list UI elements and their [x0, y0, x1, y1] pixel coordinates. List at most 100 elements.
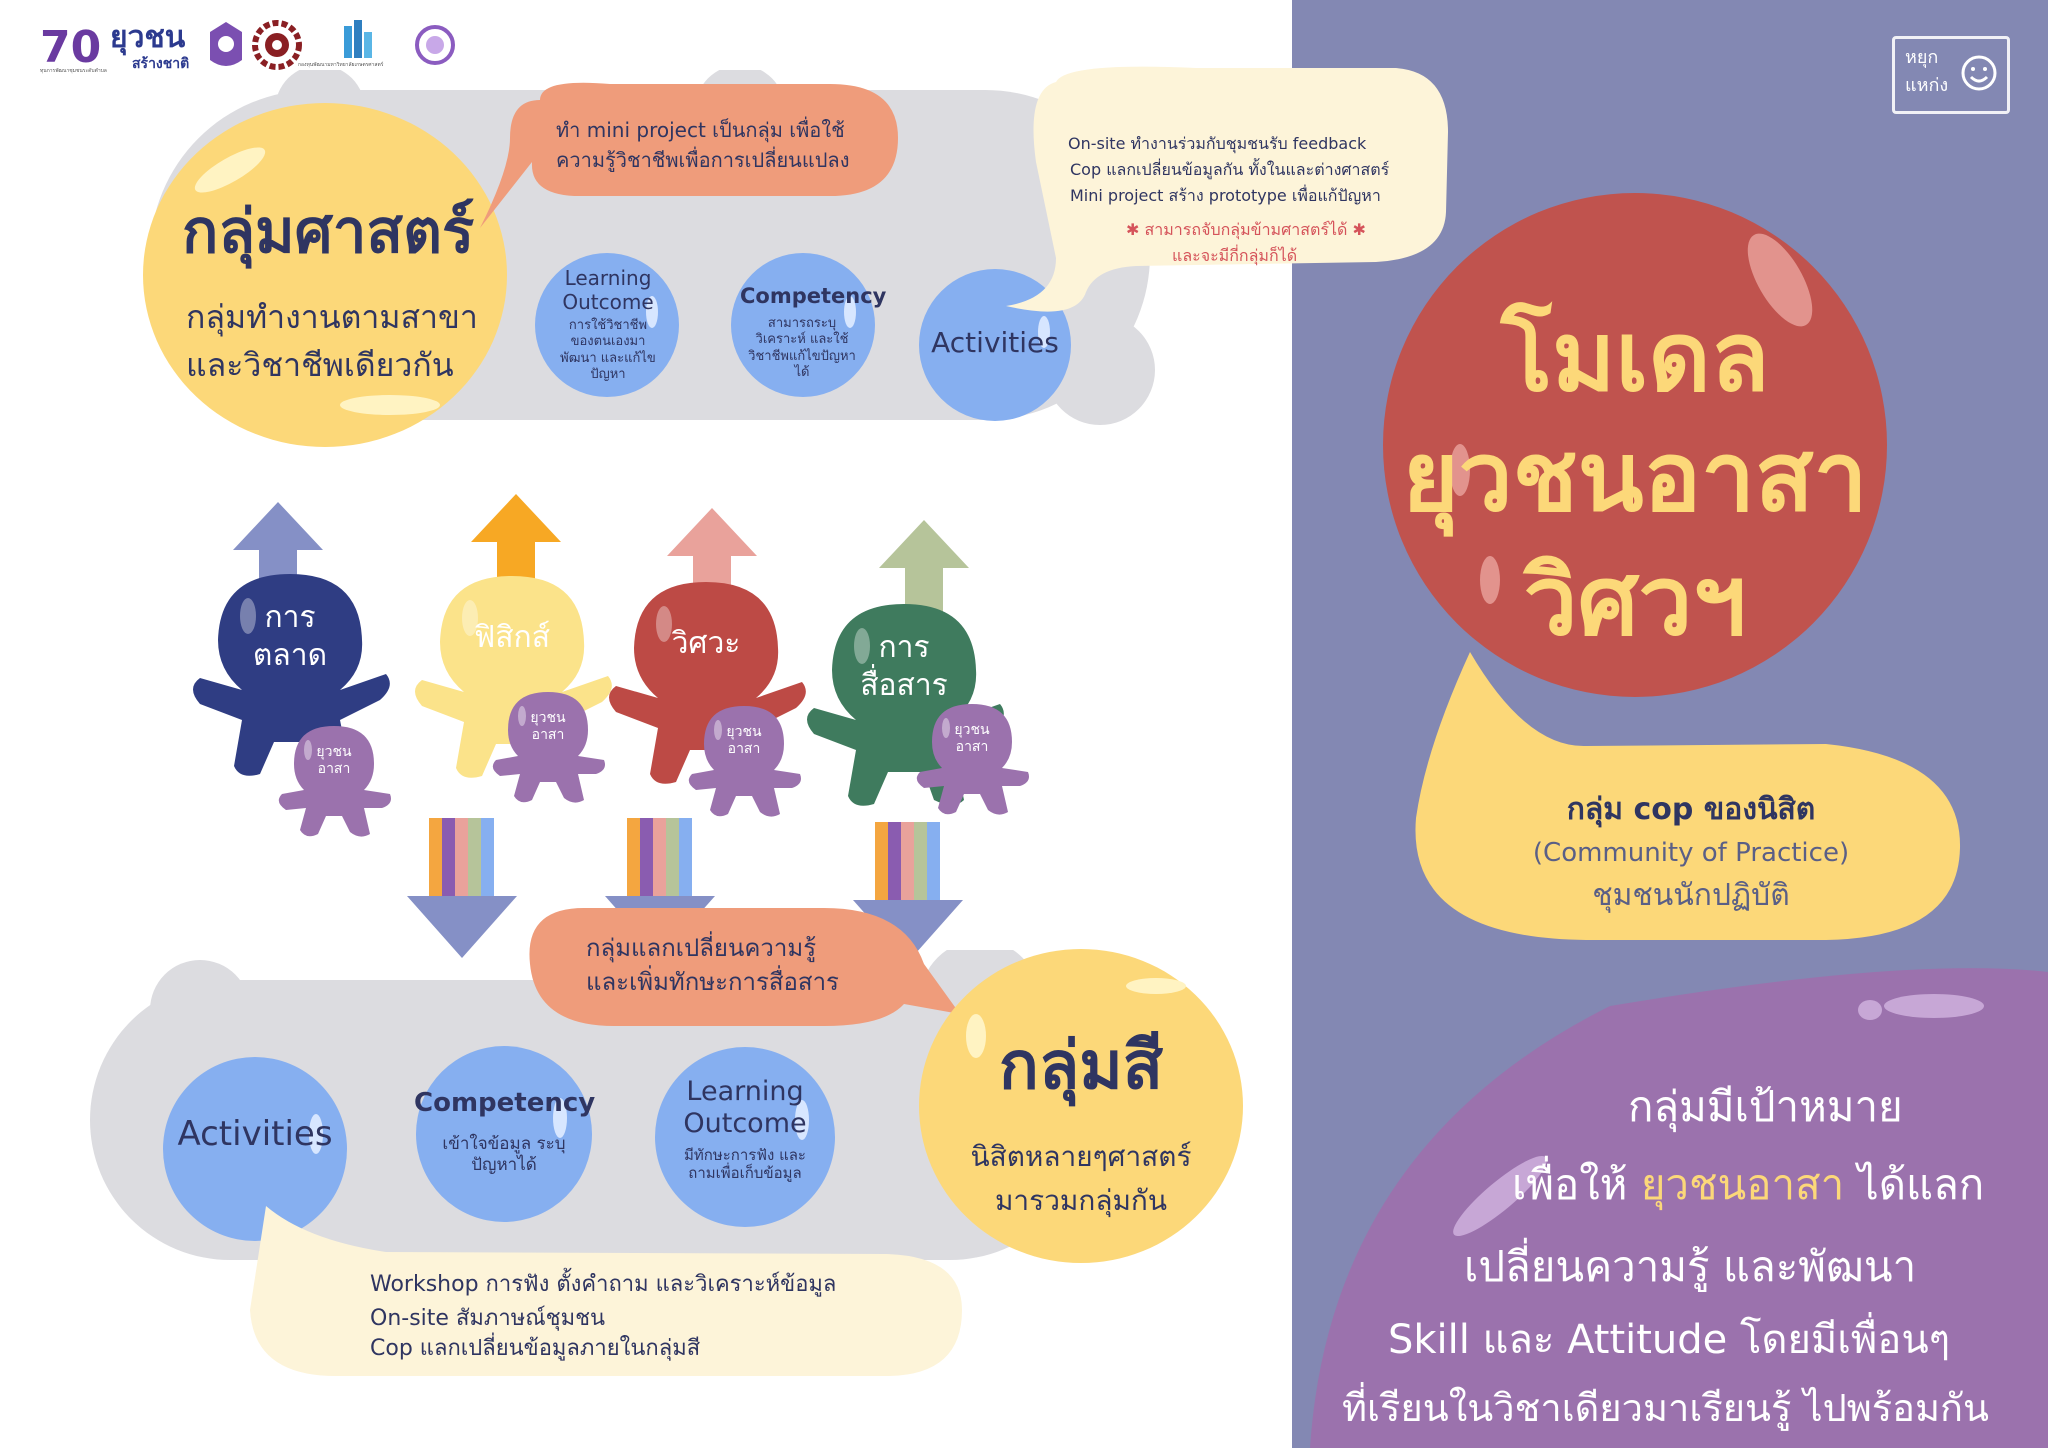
- learning-outcome-circle-bottom: [655, 1047, 835, 1227]
- top-note-2: และจะมีกี่กลุ่มก็ได้: [1172, 246, 1298, 265]
- logo-70: 70: [40, 22, 102, 73]
- note-star-right-icon: ✱: [1352, 220, 1366, 239]
- goal-purple-shape: [1310, 968, 2048, 1448]
- volunteer-buddy-label: ยุวชน อาสา: [316, 744, 352, 777]
- character-label-1: ฟิสิกส์: [473, 620, 551, 655]
- goal-line-5: ที่เรียนในวิชาเดียวมาเรียนรู้ ไปพร้อมกัน: [1342, 1386, 1990, 1430]
- color-group-subtitle-2: มารวมกลุ่มกัน: [994, 1184, 1168, 1217]
- discipline-group-yellow-circle: [143, 103, 507, 447]
- main-title-line-3: วิศวฯ: [1523, 545, 1747, 657]
- bottom-info-text-2: สัมภาษณ์ชุมชน: [455, 1306, 606, 1331]
- volunteer-buddy: [492, 692, 605, 803]
- volunteer-buddy: [688, 706, 801, 817]
- bottom-info-row-3: Cop แลกเปลี่ยนข้อมูลภายในกลุ่มสี: [370, 1336, 700, 1362]
- color-group-title: กลุ่มสี: [998, 1027, 1164, 1104]
- volunteer-buddy: [916, 704, 1029, 815]
- top-info-label-2: Cop: [1070, 160, 1102, 179]
- top-info-text-2: แลกเปลี่ยนข้อมูลกัน ทั้งในและต่างศาสตร์: [1106, 160, 1390, 179]
- discipline-group-title: กลุ่มศาสตร์: [182, 197, 475, 267]
- logo-caption-2: กองทุนพัฒนามหาวิทยาลัยเกษตรศาสตร์: [298, 62, 384, 68]
- goal-line-2-c: ได้แลก: [1844, 1160, 1985, 1209]
- cop-text-3: ชุมชนนักปฏิบัติ: [1592, 878, 1790, 913]
- bottom-info-text-3: แลกเปลี่ยนข้อมูลภายในกลุ่มสี: [419, 1336, 701, 1361]
- top-info-row-1: On-site ทำงานร่วมกับชุมชนรับ feedback: [1068, 134, 1366, 153]
- competency-title: Competency: [740, 284, 887, 308]
- volunteer-buddy: [278, 726, 391, 837]
- down-striped-arrow-icon: [407, 818, 517, 958]
- goal-line-4: Skill และ Attitude โดยมีเพื่อนๆ: [1388, 1317, 1951, 1363]
- top-info-row-3: Mini project สร้าง prototype เพื่อแก้ปัญ…: [1070, 186, 1381, 205]
- goal-line-2-a: เพื่อให้: [1512, 1160, 1641, 1209]
- mini-project-text-2: ความรู้วิชาชีพเพื่อการเปลี่ยนแปลง: [556, 148, 850, 172]
- stamp-line-2: แหก่ง: [1905, 75, 1949, 96]
- corner-stamp: หยุก แหก่ง: [1892, 36, 2010, 114]
- color-group-yellow-circle: [919, 949, 1243, 1263]
- logo-yuwachon: ยุวชน: [110, 20, 186, 55]
- bottom-info-label-2: On-site: [370, 1306, 449, 1331]
- note-star-left-icon: ✱: [1126, 220, 1140, 239]
- top-note-1: ✱ สามารถจับกลุ่มข้ามศาสตร์ได้ ✱: [1126, 220, 1366, 239]
- character-label-1: วิศวะ: [671, 626, 741, 661]
- volunteer-buddy-label: ยุวชน อาสา: [726, 724, 762, 757]
- learning-outcome-circle: [535, 253, 679, 397]
- up-arrow-icon: [879, 520, 969, 618]
- bottom-info-text-1: การฟัง ตั้งคำถาม และวิเคราะห์ข้อมูล: [485, 1272, 837, 1297]
- competency-circle: [731, 253, 875, 397]
- character-label-1: การ: [264, 600, 316, 635]
- volunteer-buddy-label: ยุวชน อาสา: [954, 722, 990, 755]
- competency-text: สามารถระบุ วิเคราะห์ และใช้วิชาชีพแก้ไขป…: [748, 316, 856, 380]
- bottom-info-row-2: On-site สัมภาษณ์ชุมชน: [370, 1306, 605, 1332]
- logo-bar: 70 ทุนการพัฒนาชุมชนระดับตำบล ยุวชน สร้าง…: [40, 18, 470, 80]
- logo-yuwachon-sub: สร้างชาติ: [132, 56, 190, 72]
- logo-caption-1: ทุนการพัฒนาชุมชนระดับตำบล: [40, 68, 107, 74]
- mini-project-bubble: [480, 82, 898, 228]
- cop-text-1: กลุ่ม cop ของนิสิต: [1566, 792, 1816, 827]
- goal-line-1: กลุ่มมีเป้าหมาย: [1628, 1082, 1903, 1131]
- characters-layer: การตลาดยุวชน อาสา ฟิสิกส์ยุวชน อาสา วิศวะย…: [193, 494, 1029, 962]
- exchange-text-2: และเพิ่มทักษะการสื่อสาร: [586, 968, 839, 996]
- bottom-info-label-3: Cop: [370, 1336, 413, 1361]
- top-info-text-3: สร้าง prototype เพื่อแก้ปัญหา: [1168, 186, 1381, 205]
- discipline-group-subtitle-2: และวิชาชีพเดียวกัน: [186, 346, 454, 384]
- top-info-text-1: ทำงานร่วมกับชุมชนรับ feedback: [1130, 134, 1367, 153]
- bottom-info-label-1: Workshop: [370, 1272, 479, 1297]
- top-info-label-3: Mini project: [1070, 186, 1164, 205]
- cop-text-2: (Community of Practice): [1532, 838, 1850, 868]
- university-seal-icon: [210, 22, 242, 66]
- engineering-gear-icon: [252, 20, 302, 70]
- info-cloud-bottom: [250, 1206, 962, 1376]
- discipline-group-subtitle-1: กลุ่มทำงานตามสาขา: [186, 298, 478, 336]
- exchange-text-1: กลุ่มแลกเปลี่ยนความรู้: [586, 934, 817, 962]
- activities-label-bottom: Activities: [177, 1114, 333, 1154]
- competency-circle-bottom: [416, 1046, 592, 1222]
- main-title-line-2: ยุวชนอาสา: [1402, 421, 1868, 533]
- mini-project-text-1: ทำ mini project เป็นกลุ่ม เพื่อใช้: [556, 118, 845, 142]
- main-title-red-circle: [1383, 193, 1887, 697]
- up-arrow-icon: [667, 508, 757, 606]
- character-body: [193, 574, 390, 776]
- stamp-line-1: หยุก: [1905, 47, 1939, 68]
- character-label-2: สื่อสาร: [860, 668, 948, 703]
- character-label-2: ตลาด: [252, 638, 328, 673]
- color-group-subtitle-1: นิสิตหลายๆศาสตร์: [970, 1140, 1192, 1173]
- activities-label-top: Activities: [931, 326, 1059, 359]
- learning-outcome-text-bottom: มีทักษะการฟัง และถามเพื่อเก็บข้อมูล: [684, 1146, 806, 1182]
- up-arrow-icon: [471, 494, 561, 592]
- ring-logo-icon: [415, 25, 455, 65]
- competency-text-bottom: เข้าใจข้อมูล ระบุปัญหาได้: [442, 1134, 566, 1176]
- goal-line-3: เปลี่ยนความรู้ และพัฒนา: [1464, 1242, 1917, 1291]
- top-note-text-1: สามารถจับกลุ่มข้ามศาสตร์ได้: [1144, 220, 1348, 239]
- learning-outcome-title-2: Outcome: [562, 290, 654, 314]
- top-info-label-1: On-site: [1068, 134, 1126, 153]
- exchange-bubble: [529, 908, 960, 1026]
- up-arrow-icon: [233, 502, 323, 600]
- main-title-line-1: โมเดล: [1500, 301, 1770, 413]
- activities-circle-bottom: [163, 1057, 347, 1241]
- cop-yellow-bubble: [1415, 652, 1961, 940]
- top-info-row-2: Cop แลกเปลี่ยนข้อมูลกัน ทั้งในและต่างศาส…: [1070, 160, 1389, 179]
- goal-line-2-highlight: ยุวชนอาสา: [1640, 1160, 1845, 1209]
- competency-title-bottom: Competency: [414, 1088, 596, 1118]
- building-logo-icon: [344, 20, 372, 58]
- info-cloud-top: [1006, 66, 1448, 312]
- learning-outcome-title-1: Learning: [564, 266, 652, 290]
